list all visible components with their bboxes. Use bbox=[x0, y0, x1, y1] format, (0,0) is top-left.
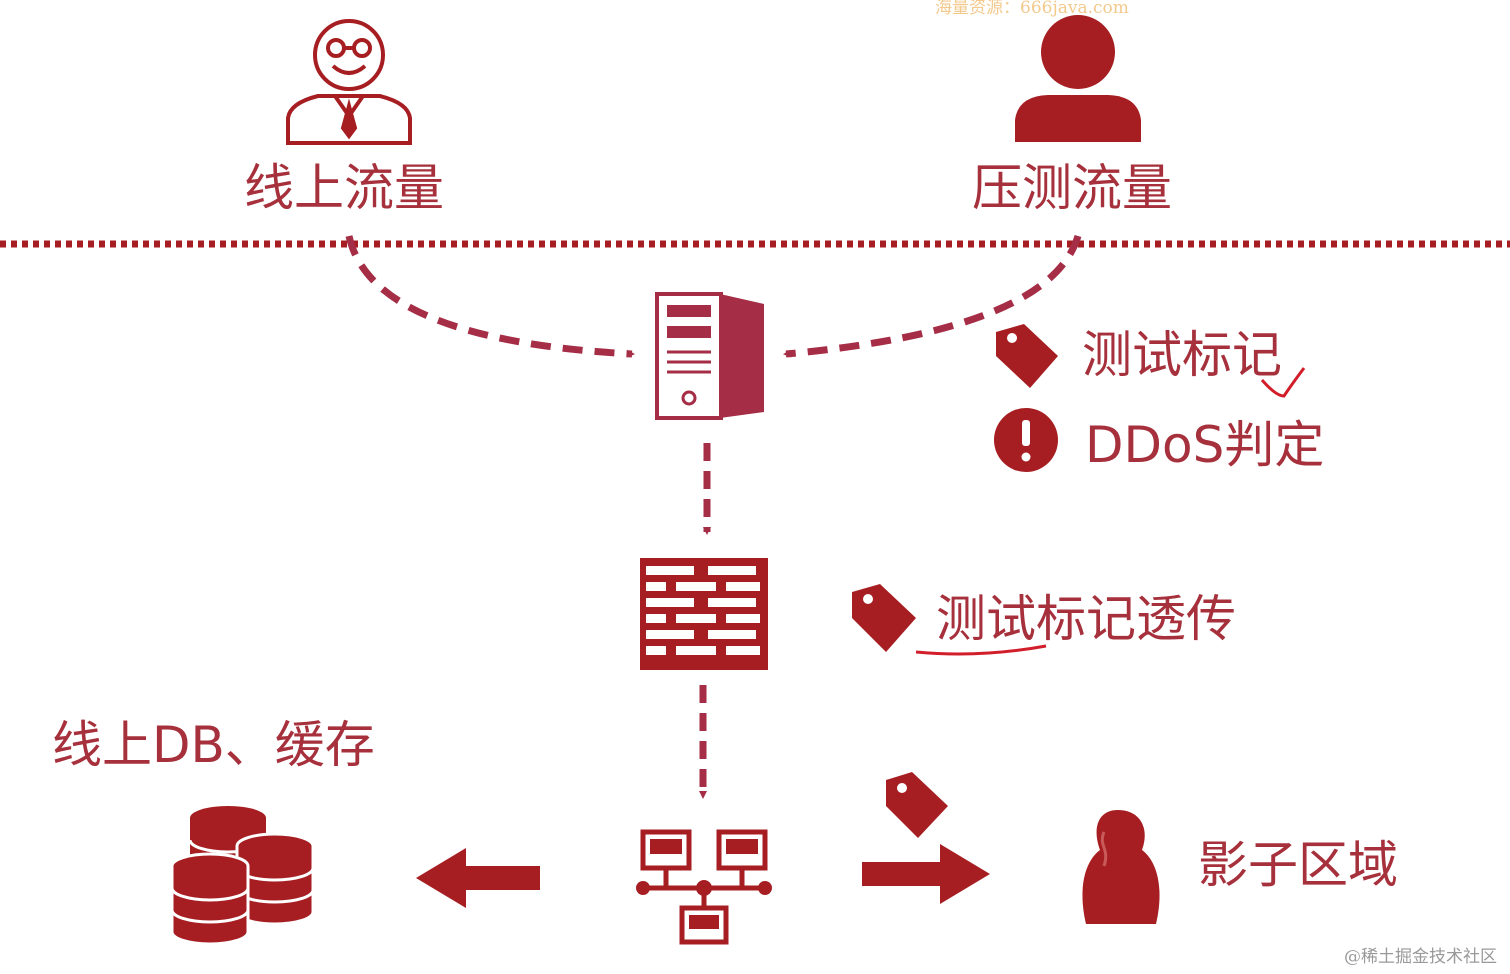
arrow-online-to-server bbox=[345, 235, 635, 358]
shadow-zone-label: 影子区域 bbox=[1198, 836, 1398, 894]
alert-icon bbox=[994, 408, 1058, 472]
test-tag-label: 测试标记 bbox=[1082, 326, 1282, 384]
underline-annotation bbox=[915, 644, 1047, 656]
stress-traffic-label: 压测流量 bbox=[972, 159, 1172, 217]
tag-icon-passthrough bbox=[852, 584, 916, 652]
watermark-bottom: @稀土掘金技术社区 bbox=[1344, 947, 1497, 967]
arrow-stress-to-server bbox=[783, 234, 1082, 358]
tag-passthrough-label: 测试标记透传 bbox=[936, 590, 1236, 648]
shadow-person-icon bbox=[1082, 810, 1160, 924]
arrow-left-to-db bbox=[416, 848, 540, 908]
tag-icon bbox=[996, 324, 1058, 388]
database-icon bbox=[170, 806, 315, 946]
arrow-right-to-shadow bbox=[862, 844, 990, 904]
tag-icon-shadow bbox=[886, 772, 948, 838]
online-db-cache-label: 线上DB、缓存 bbox=[52, 716, 375, 774]
watermark-top: 海量资源：666java.com bbox=[935, 0, 1129, 18]
ddos-label: DDoS判定 bbox=[1085, 416, 1325, 474]
network-icon bbox=[636, 829, 772, 945]
user-icon bbox=[1015, 15, 1141, 142]
server-icon bbox=[655, 292, 764, 420]
businessman-icon bbox=[286, 19, 412, 145]
firewall-icon bbox=[640, 558, 768, 670]
checkmark-annotation bbox=[1260, 367, 1306, 398]
online-traffic-label: 线上流量 bbox=[244, 159, 444, 217]
